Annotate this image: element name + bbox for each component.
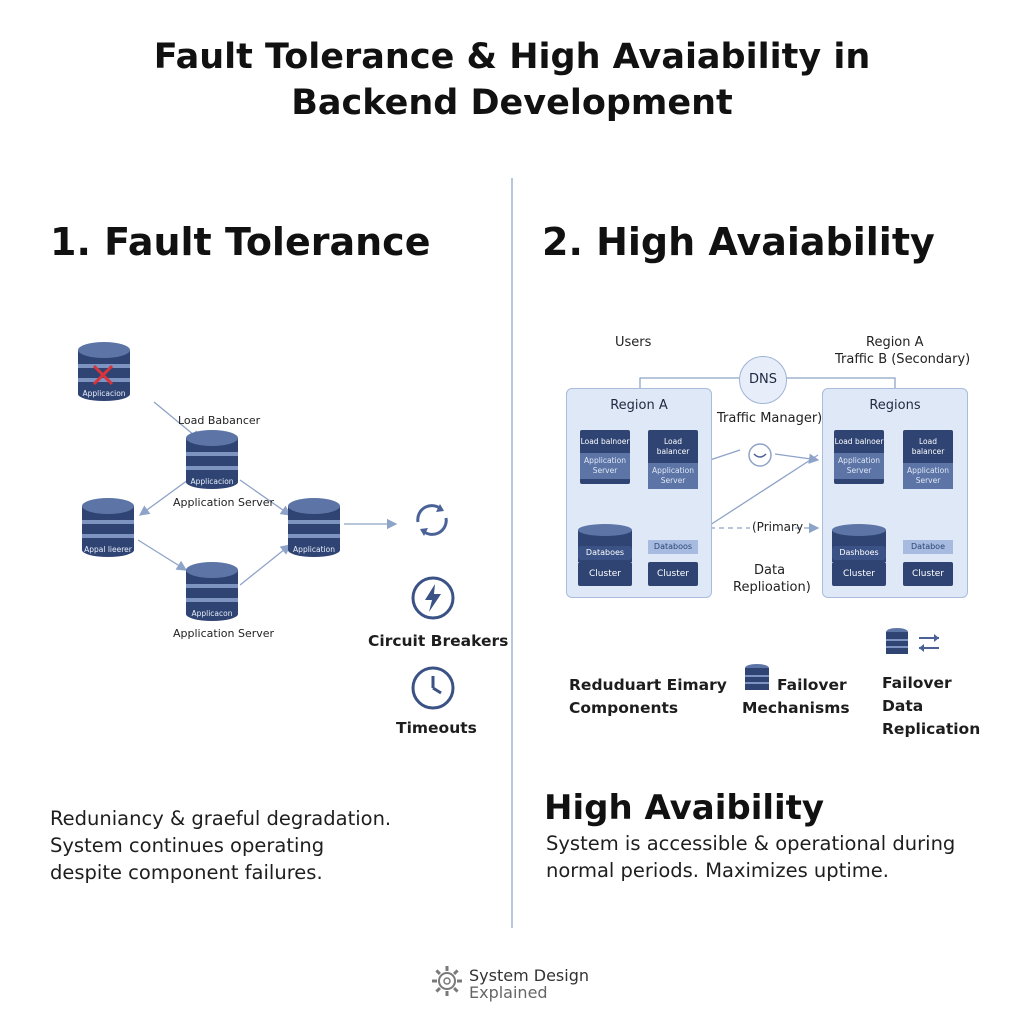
replication-icon xyxy=(886,628,939,654)
ha-desc-line1: System is accessible & operational durin… xyxy=(546,832,956,855)
clock-icon xyxy=(411,666,455,710)
ha-desc-line2: normal periods. Maximizes uptime. xyxy=(546,859,889,882)
sync-icon xyxy=(748,443,772,467)
footer-line1: System Design xyxy=(469,966,589,985)
feature-redundant-components: Reduduart Eimary Components xyxy=(569,674,727,720)
timeouts-label: Timeouts xyxy=(396,719,477,737)
failed-database-icon xyxy=(78,342,130,401)
ft-desc-line1: Reduniancy & graeful degradation. xyxy=(50,807,392,830)
primary-label: (Primary xyxy=(752,520,804,534)
region-a-db1-cluster: Cluster xyxy=(578,562,632,586)
region-a-lb2-label: Load balancer xyxy=(656,437,690,456)
region-b-lb2: Load balancer Application Server xyxy=(903,430,953,489)
database-stack-icon xyxy=(745,664,769,690)
region-a-title: Region A xyxy=(610,398,668,413)
region-a-lb2: Load balancer Application Server xyxy=(648,430,698,489)
failed-db-label: Applicacion xyxy=(82,389,126,398)
region-b-db2: Databoe xyxy=(903,540,953,554)
bottom-db-label: Applicacon xyxy=(191,609,233,618)
ft-desc-line2: System continues operating xyxy=(50,834,325,857)
high-availability-heading: 2. High Avaiability xyxy=(542,220,935,264)
region-a-lb1-sub: Application Server xyxy=(580,453,630,479)
region-b-db2-cluster: Cluster xyxy=(903,562,953,586)
gear-icon xyxy=(432,966,462,996)
app-server-label-1: Application Server xyxy=(173,496,275,509)
region-b-lb1: Load balnoer Application Server xyxy=(834,430,884,484)
ft-desc-line3: despite component failures. xyxy=(50,861,323,884)
page-title-line2: Backend Development xyxy=(291,83,733,123)
page-title-line1: Fault Tolerance & High Avaiability in xyxy=(153,37,871,77)
traffic-b-label: Traffic B (Secondary) xyxy=(835,352,971,367)
lightning-icon xyxy=(411,576,455,620)
feature-3-line2: Data Replication xyxy=(882,697,981,738)
app-server-label-2: Application Server xyxy=(173,627,275,640)
region-b-title: Regions xyxy=(869,398,921,413)
high-availability-summary-heading: High Avaibility xyxy=(544,788,825,828)
section-divider xyxy=(511,178,513,928)
feature-failover-mechanisms: Failover Mechanisms xyxy=(742,674,850,720)
region-a-db2-cluster: Cluster xyxy=(648,562,698,586)
feature-1-line1: Reduduart Eimary xyxy=(569,676,727,694)
left-db-label: Appal lieerer xyxy=(84,545,132,554)
refresh-icon xyxy=(416,504,448,536)
load-balancer-label: Load Babancer xyxy=(178,414,261,427)
footer-brand: System Design Explained xyxy=(469,967,589,1001)
region-b-lb2-label: Load balancer xyxy=(911,437,945,456)
region-a-db2: Databoos xyxy=(648,540,698,554)
dns-node: DNS xyxy=(739,356,787,404)
circuit-breakers-label: Circuit Breakers xyxy=(368,632,509,650)
feature-failover-data-replication: Failover Data Replication xyxy=(882,672,1024,741)
page-title: Fault Tolerance & High Avaiability in Ba… xyxy=(0,34,1024,126)
footer-line2: Explained xyxy=(469,983,548,1002)
data-replication-label-2: Replioation) xyxy=(733,580,811,595)
feature-2-line1: Failover xyxy=(777,676,847,694)
region-b-db1: Dashboes xyxy=(832,546,886,560)
region-a-top-label: Region A xyxy=(866,335,924,350)
region-b-db1-cluster: Cluster xyxy=(832,562,886,586)
region-a-lb1-label: Load balnoer xyxy=(580,437,630,446)
region-a-lb2-sub: Application Server xyxy=(648,463,698,489)
right-db-label: Application xyxy=(293,545,335,554)
region-b-lb2-sub: Application Server xyxy=(903,463,953,489)
feature-1-line2: Components xyxy=(569,699,679,717)
data-replication-label-1: Data xyxy=(754,563,786,578)
region-a-db1: Databoes xyxy=(578,546,632,560)
feature-2-line2: Mechanisms xyxy=(742,699,850,717)
high-availability-description: System is accessible & operational durin… xyxy=(546,830,1006,884)
fault-tolerance-heading: 1. Fault Tolerance xyxy=(50,220,431,264)
lb-db-label: Applicacion xyxy=(190,477,234,486)
users-label: Users xyxy=(615,335,652,350)
region-b-lb1-label: Load balnoer xyxy=(834,437,884,446)
fault-tolerance-diagram xyxy=(78,342,398,621)
feature-3-line1: Failover xyxy=(882,674,952,692)
fault-tolerance-description: Reduniancy & graeful degradation. System… xyxy=(50,805,490,886)
region-b-lb1-sub: Application Server xyxy=(834,453,884,479)
region-a-lb1: Load balnoer Application Server xyxy=(580,430,630,484)
traffic-manager-label: Traffic Manager) xyxy=(717,411,823,426)
